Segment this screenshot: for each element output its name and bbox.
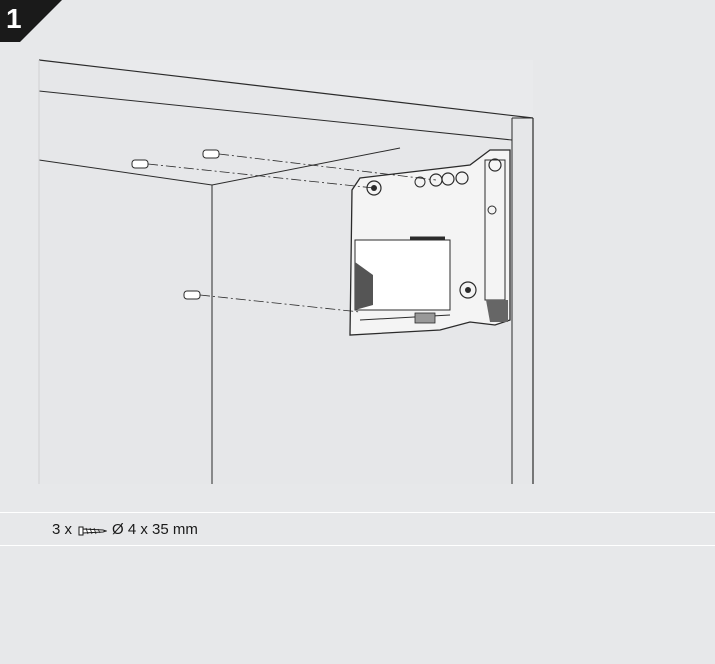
step-number: 1 xyxy=(6,3,22,34)
screw-bottom xyxy=(183,290,361,313)
cabinet-top-edge xyxy=(38,59,534,119)
parts-caption-row: 3 x Ø 4 x 35 mm xyxy=(0,512,715,546)
step-badge: 1 xyxy=(0,0,64,42)
parts-caption: 3 x Ø 4 x 35 mm xyxy=(52,521,198,538)
cabinet-drawing xyxy=(38,59,534,484)
screw-spec: Ø 4 x 35 mm xyxy=(112,521,198,538)
screw-middle xyxy=(131,159,375,189)
screw-top xyxy=(202,149,437,181)
lift-mechanism xyxy=(349,149,511,336)
cabinet-shelf-edge xyxy=(38,159,213,186)
screw-quantity: 3 x xyxy=(52,521,73,538)
screw-icon xyxy=(77,524,108,536)
assembly-illustration xyxy=(38,59,534,484)
step-badge-shape xyxy=(0,0,62,42)
cabinet-inner-top-edge xyxy=(38,90,513,141)
